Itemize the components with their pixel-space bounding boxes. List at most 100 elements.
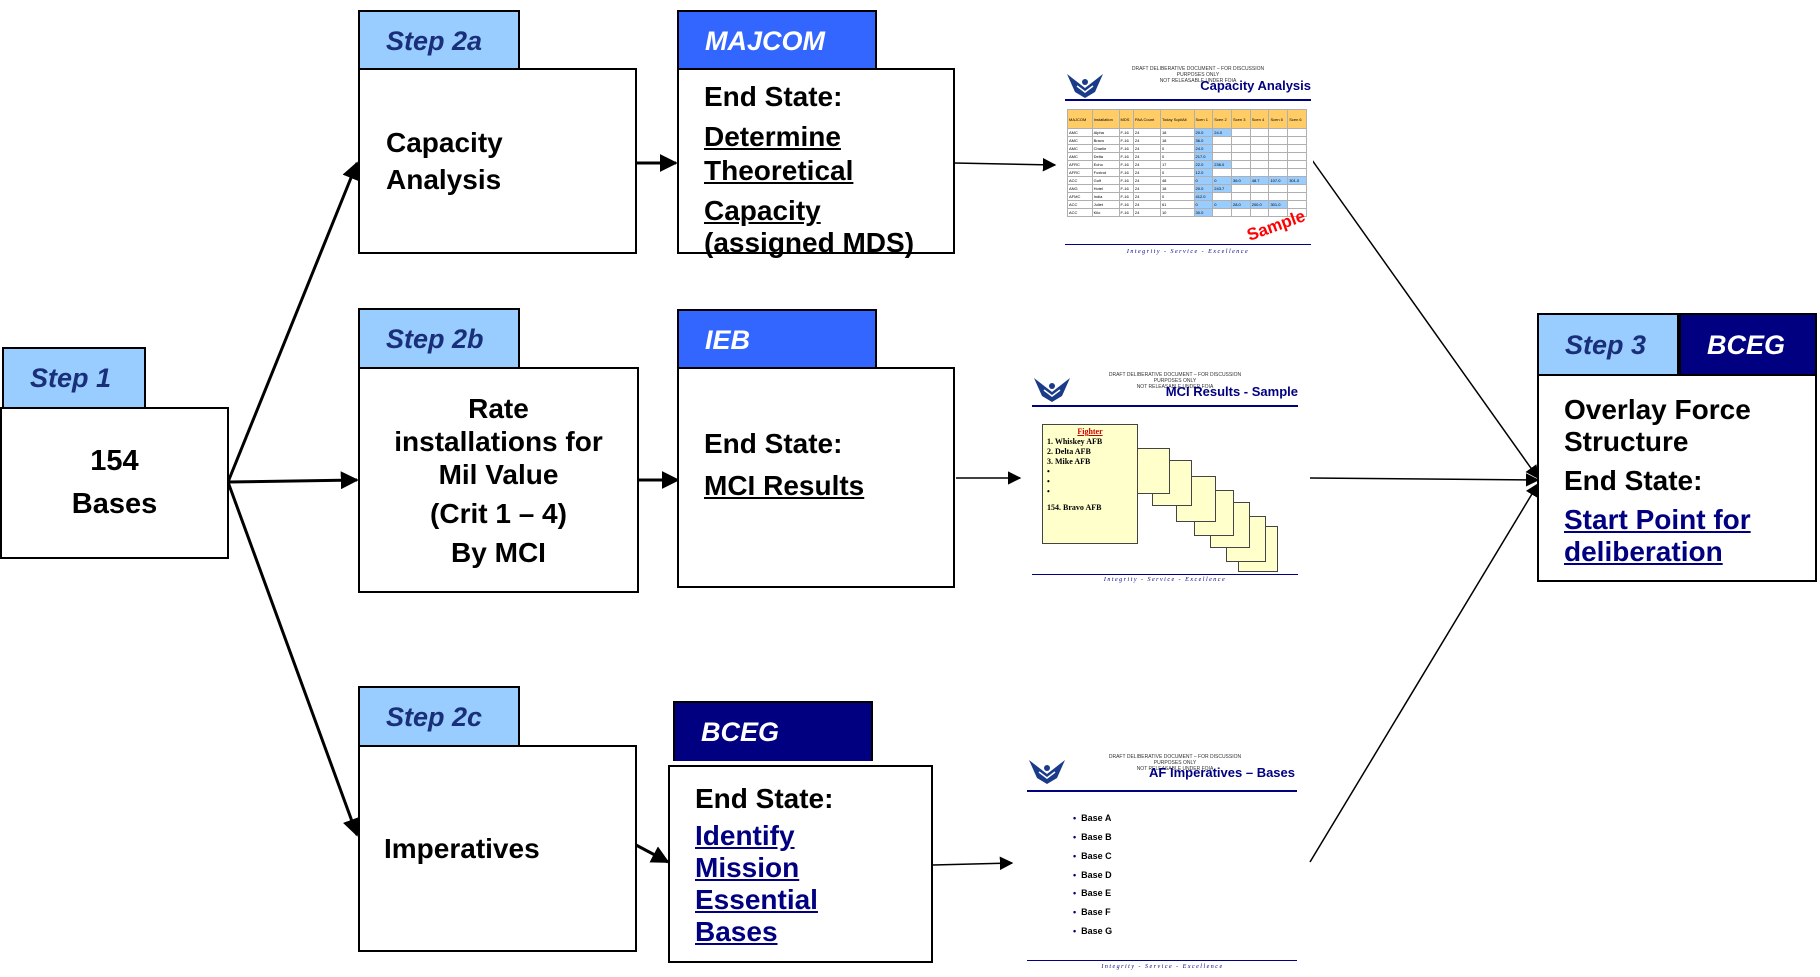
capacity-table-cell xyxy=(1287,160,1307,169)
capacity-table-cell: 0 xyxy=(1159,152,1195,161)
capacity-table-cell xyxy=(1287,168,1307,177)
step2c-endstate-line1[interactable]: Identify xyxy=(695,820,795,851)
capacity-table-cell xyxy=(1230,184,1251,193)
step3-endstate-label: End State: xyxy=(1564,465,1703,496)
step2a-endstate-line1: Determine xyxy=(704,121,841,152)
capacity-table-header-cell: Scen 3 xyxy=(1230,109,1251,129)
capacity-table-cell: Alpha xyxy=(1091,128,1120,137)
capacity-table-cell xyxy=(1268,136,1289,145)
arrow-step1-to-2b xyxy=(227,471,359,490)
capacity-table-cell xyxy=(1230,160,1251,169)
capacity-table-header-cell: Today Sqd/Alt xyxy=(1159,109,1195,129)
mci-note-line4: • xyxy=(1047,467,1050,476)
capacity-table-cell xyxy=(1249,184,1270,193)
step3-endstate-line2[interactable]: deliberation xyxy=(1564,536,1723,567)
slide-capacity-header1: DRAFT DELIBERATIVE DOCUMENT – FOR DISCUS… xyxy=(1131,66,1265,78)
step3-endstate-line1[interactable]: Start Point for xyxy=(1564,504,1751,535)
step2b-box: Rate installations for Mil Value (Crit 1… xyxy=(358,367,639,593)
capacity-table-cell xyxy=(1268,152,1289,161)
capacity-table-cell: 20.0 xyxy=(1193,128,1214,137)
capacity-table-cell xyxy=(1212,168,1232,177)
capacity-table-cell: 236.0 xyxy=(1212,160,1232,169)
capacity-table-cell: 36.0 xyxy=(1193,136,1214,145)
capacity-table-cell: 0 xyxy=(1212,176,1232,185)
imperatives-bullet-3: • Base C xyxy=(1073,851,1112,861)
capacity-table-cell: F-16 xyxy=(1118,144,1134,153)
capacity-table-cell: F-16 xyxy=(1118,128,1134,137)
slide-capacity-header2: NOT RELEASABLE UNDER FOIA xyxy=(1159,78,1237,84)
imperatives-bullet-4: • Base D xyxy=(1073,870,1112,880)
slide-capacity-rule xyxy=(1065,99,1311,101)
step2b-tab-label: Step 2b xyxy=(386,323,484,354)
step3-tab-label: Step 3 xyxy=(1565,329,1647,360)
capacity-table-cell: 17 xyxy=(1159,160,1195,169)
capacity-table-cell: F-16 xyxy=(1118,152,1134,161)
capacity-table-cell: 18 xyxy=(1159,136,1195,145)
slide-mci-header2: NOT RELEASABLE UNDER FOIA xyxy=(1136,384,1214,390)
slide-mci-rule xyxy=(1032,405,1298,407)
arrow-slide-imperatives-to-step3 xyxy=(1309,482,1539,863)
arrow-endstate-to-slide-capacity xyxy=(953,158,1057,172)
capacity-table-cell: 24 xyxy=(1132,176,1161,185)
capacity-table-cell: 0 xyxy=(1159,144,1195,153)
slide-imperatives-footer-rule xyxy=(1027,960,1297,961)
arrow-endstate-to-slide-imperatives xyxy=(932,856,1014,871)
capacity-table-cell: 22.0 xyxy=(1193,160,1214,169)
capacity-table-cell xyxy=(1212,136,1232,145)
capacity-table-cell: AMC xyxy=(1067,152,1093,161)
arrow-2c-to-endstate xyxy=(635,843,670,864)
step2a-line1: Capacity xyxy=(386,127,503,158)
mci-note-heading: Fighter xyxy=(1077,427,1103,436)
capacity-table-header-cell: Scen 4 xyxy=(1249,109,1270,129)
capacity-table-cell: 18 xyxy=(1159,184,1195,193)
capacity-table-header-cell: MAJCOM xyxy=(1067,109,1093,129)
slide-imperatives-footer: Integrity - Service - Excellence xyxy=(1101,964,1224,970)
imperatives-bullet-5: • Base E xyxy=(1073,888,1112,898)
capacity-table-cell: Golf xyxy=(1091,176,1120,185)
step2c-endstate-line4[interactable]: Bases xyxy=(695,916,778,947)
step3-box: Overlay Force Structure End State: Start… xyxy=(1537,374,1817,582)
capacity-table-header-cell: Scen 6 xyxy=(1287,109,1307,129)
arrow-step1-to-2c xyxy=(226,481,360,837)
capacity-table-cell: 10 xyxy=(1159,208,1195,217)
step2b-endstate-label: End State xyxy=(704,428,834,459)
capacity-table-header-cell: Installation xyxy=(1091,109,1120,129)
capacity-table-cell: ACC xyxy=(1067,176,1093,185)
slide-imperatives-header2: NOT RELEASABLE UNDER FOIA xyxy=(1136,766,1214,772)
imperatives-bullet-6: • Base F xyxy=(1073,907,1111,917)
capacity-table-cell: 107.0 xyxy=(1268,176,1289,185)
air-force-logo-icon xyxy=(1034,378,1070,402)
capacity-table-cell xyxy=(1287,152,1307,161)
capacity-table-cell xyxy=(1249,160,1270,169)
capacity-table-cell: Juliet xyxy=(1091,200,1120,209)
capacity-table-cell: AFMC xyxy=(1067,192,1093,201)
step2c-endstate-line2[interactable]: Mission xyxy=(695,852,800,883)
slide-mci-results: DRAFT DELIBERATIVE DOCUMENT – FOR DISCUS… xyxy=(1030,368,1300,588)
step2c-endstate-line3[interactable]: Essential xyxy=(695,884,818,915)
capacity-table-cell: 20.0 xyxy=(1193,184,1214,193)
capacity-table-cell: ACC xyxy=(1067,208,1093,217)
step2a-box: Capacity Analysis xyxy=(358,68,637,254)
slide-capacity-footer-rule xyxy=(1065,244,1311,245)
step2a-endstate-box: End State: Determine Theoretical Capacit… xyxy=(677,68,955,257)
capacity-table-cell: AMC xyxy=(1067,136,1093,145)
mci-note-line5: • xyxy=(1047,477,1050,486)
capacity-table-cell: 48 xyxy=(1159,176,1195,185)
slide-af-imperatives: DRAFT DELIBERATIVE DOCUMENT – FOR DISCUS… xyxy=(1025,750,1300,975)
capacity-table-cell xyxy=(1230,208,1251,217)
step2a-endstate-line3: Capacity xyxy=(704,195,821,226)
step2a-endstate-line2: Theoretical xyxy=(704,155,854,186)
imperatives-bullet-7: • Base G xyxy=(1073,926,1113,936)
arrow-slide-capacity-to-step3 xyxy=(1311,159,1539,480)
step2b-line5: By MCI xyxy=(451,536,546,568)
step2b-owner-label: IEB xyxy=(705,324,751,355)
step2c-owner-label: BCEG xyxy=(701,716,780,747)
capacity-table-cell: AMC xyxy=(1067,144,1093,153)
slide-imperatives-rule xyxy=(1027,790,1297,792)
step1-box: 154 Bases xyxy=(0,407,229,559)
capacity-table-cell xyxy=(1287,128,1307,137)
mci-note-line7: 154. Bravo AFB xyxy=(1047,503,1102,512)
